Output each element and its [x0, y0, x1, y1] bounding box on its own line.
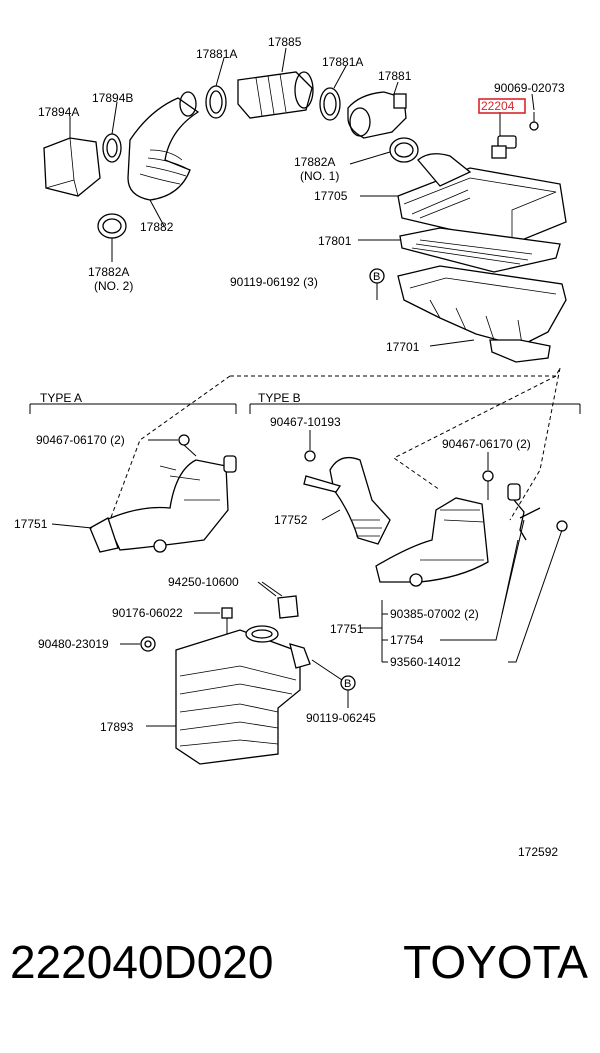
label-17701: 17701: [386, 340, 420, 354]
part-17701-shape: [397, 265, 567, 363]
label-17751-type-b: 17751: [330, 622, 364, 636]
label-17882A-no1-sub: (NO. 1): [300, 169, 339, 183]
part-17893-shape: [175, 625, 311, 765]
highlight-box-22204: [478, 98, 526, 114]
label-17752: 17752: [274, 513, 308, 527]
part-17882-hose-shape: [127, 91, 200, 201]
footer: 222040D020 TOYOTA: [0, 935, 600, 1005]
part-17754-bracket-shape: [507, 483, 568, 541]
label-17894A: 17894A: [38, 105, 79, 119]
bolt-90467-06170-b: [482, 470, 494, 500]
label-90119-06245: 90119-06245: [306, 711, 376, 725]
grommet-90480-23019: [140, 636, 156, 652]
part-17752-shape: [303, 456, 391, 545]
ref-circle-b-1-letter: B: [373, 271, 380, 283]
part-17881-shape: [347, 91, 407, 139]
label-17754: 17754: [390, 633, 424, 647]
footer-part-number: 222040D020: [10, 936, 274, 988]
label-17882A-no1: 17882A: [294, 155, 335, 169]
label-90467-06170-b: 90467-06170 (2): [442, 437, 531, 451]
footer-brand: TOYOTA: [403, 936, 588, 988]
part-17881A-right-shape: [319, 87, 341, 121]
label-17881A-left: 17881A: [196, 47, 237, 61]
label-17885: 17885: [268, 35, 302, 49]
label-90069-02073: 90069-02073: [494, 81, 565, 95]
bolt-90467-10193: [304, 430, 316, 462]
part-17881A-left-shape: [205, 85, 227, 119]
parts-diagram: B: [14, 35, 581, 859]
label-90480-23019: 90480-23019: [38, 637, 109, 651]
label-17881A-right: 17881A: [322, 55, 363, 69]
part-17894B-shape: [102, 133, 122, 163]
label-17881: 17881: [378, 69, 412, 83]
leader-lines-resonator: [120, 581, 277, 727]
part-17882A-no1-shape: [389, 137, 419, 163]
label-90467-10193: 90467-10193: [270, 415, 341, 429]
label-90385-07002: 90385-07002 (2): [390, 607, 479, 621]
label-diagram-ref-number: 172592: [518, 845, 558, 859]
label-17894B: 17894B: [92, 91, 133, 105]
label-94250-10600: 94250-10600: [168, 575, 239, 589]
label-93560-14012: 93560-14012: [390, 655, 461, 669]
label-90467-06170-a: 90467-06170 (2): [36, 433, 125, 447]
label-17705: 17705: [314, 189, 348, 203]
part-17882A-no2-shape: [97, 213, 127, 239]
ref-circle-b-2-letter: B: [344, 678, 351, 690]
part-17751-type-b-shape: [375, 497, 489, 587]
ref-circle-b-2: B: [311, 659, 356, 708]
label-type-a: TYPE A: [40, 391, 82, 405]
part-17885-shape: [237, 71, 314, 119]
bolt-90467-06170-a: [178, 434, 237, 473]
label-90119-06192: 90119-06192 (3): [230, 275, 318, 289]
leader-lines-type-b: [321, 452, 563, 663]
leader-lines-upper: [69, 47, 535, 347]
label-17882: 17882: [140, 220, 174, 234]
type-dividers: [29, 367, 581, 521]
leader-lines-type-a: [51, 439, 178, 529]
label-17751-type-a: 17751: [14, 517, 48, 531]
part-17801-shape: [399, 227, 561, 273]
ref-circle-b-1: B: [369, 268, 385, 300]
part-17705-shape: [397, 153, 567, 245]
label-17801: 17801: [318, 234, 352, 248]
part-17751-type-a-shape: [89, 459, 229, 553]
label-type-b: TYPE B: [258, 391, 301, 405]
label-17882A-no2-sub: (NO. 2): [94, 279, 133, 293]
nut-90176-06022: [221, 607, 233, 634]
clip-94250-10600: [261, 581, 299, 619]
label-17893: 17893: [100, 720, 134, 734]
label-90176-06022: 90176-06022: [112, 606, 183, 620]
part-22204-sensor-shape: [491, 112, 539, 159]
label-17882A-no2: 17882A: [88, 265, 129, 279]
part-17894A-shape: [43, 137, 101, 197]
label-22204-highlighted: 22204: [481, 99, 515, 113]
